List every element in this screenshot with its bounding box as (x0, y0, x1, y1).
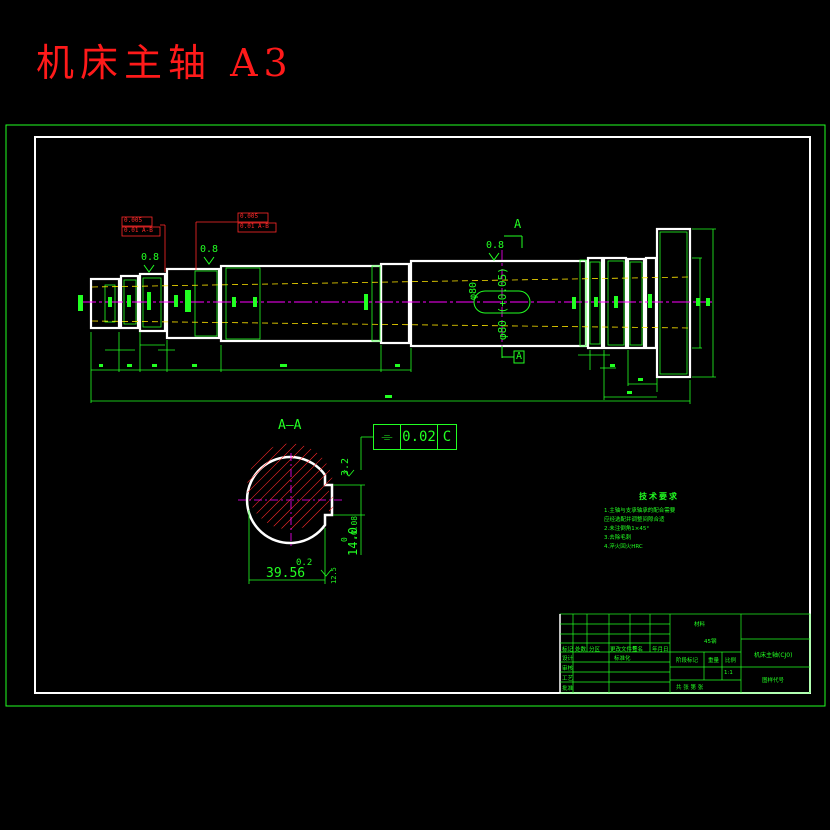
gdt-leaders (160, 221, 238, 272)
material-label: 材料 (694, 622, 706, 628)
shaft-main-view (89, 227, 692, 379)
section-aa-label: A—A (278, 418, 302, 433)
tb-role-label: 设计 (562, 656, 574, 662)
tech-item: 应经选配并调整间隙合适 (604, 517, 665, 523)
roughness-marks (143, 252, 500, 273)
section-marker (504, 235, 523, 248)
inner-frame (34, 136, 811, 694)
section-width-tol: 0.2 (296, 558, 313, 568)
drawing-number: 图样代号 (762, 678, 785, 684)
symmetry-symbol: ⌯ (374, 425, 401, 449)
tb-row-label: 更改文件号 (610, 647, 638, 653)
tb-row-label: 分区 (589, 647, 601, 653)
roughness-value: 0.8 (200, 244, 219, 255)
tech-item: 1.主轴与支承轴承的配合需要 (604, 508, 676, 514)
scale-value: 1:1 (724, 670, 733, 676)
tb-row-label: 签名 (632, 647, 644, 653)
tb-row-label: 标记 (562, 647, 574, 653)
section-roughness-small: 12.5 (330, 567, 338, 584)
tb-row-label: 处数 (575, 647, 587, 653)
roughness-value: 0.8 (486, 240, 505, 251)
gdt-frame-1-row1: 0.005 (124, 217, 143, 224)
gdt-frame-2-row1: 0.005 (240, 213, 259, 220)
gdt-frame-2 (237, 212, 277, 233)
drawing-title: 机床主轴 A3 (36, 41, 294, 85)
symmetry-tolerance-frame: ⌯ 0.02 C (373, 424, 457, 450)
section-width-dim: 39.56 (266, 566, 306, 581)
weight-label: 重量 (708, 658, 720, 664)
datum-symbol (501, 346, 525, 364)
part-name: 机床主轴(CJ0) (754, 652, 793, 659)
sheet-label: 共 张 第 张 (676, 685, 704, 691)
tech-item: 3.去除毛刺 (604, 535, 632, 541)
section-depth-tol: 0 (340, 537, 349, 542)
scale-label: 比例 (725, 658, 737, 664)
roughness-value: 0.8 (141, 252, 160, 263)
gdt-frame-1-row2: 0.01 A-B (124, 227, 153, 234)
tb-role-label: 工艺 (562, 676, 574, 682)
stage-label: 阶段标记 (676, 658, 699, 664)
keyway-dim-tol: φ80 (+0.05) (496, 267, 509, 340)
dim-text-blocks (99, 364, 643, 398)
datum-label: A (516, 351, 523, 362)
keyway-slot (473, 290, 531, 314)
symmetry-value: 0.02 (401, 425, 438, 449)
shaft-inner-lines (104, 231, 688, 375)
title-block-grid (559, 613, 811, 694)
section-depth-tol2: -0.08 (350, 515, 359, 540)
material-value: 45钢 (704, 639, 717, 645)
diameter-labels (78, 290, 710, 312)
length-dimensions (90, 228, 716, 404)
symmetry-datum: C (442, 429, 452, 445)
tb-role-label: 审核 (562, 666, 574, 672)
tech-item: 4.淬火回火HRC (604, 544, 643, 550)
outer-border (5, 124, 826, 707)
tech-item: 2.未注倒角1×45° (604, 526, 650, 532)
gdt-frame-2-row2: 0.01 A-B (240, 223, 269, 230)
keyway-dim: φ80 (468, 281, 479, 300)
section-cut-label: A (514, 217, 522, 231)
gdt-frame-1 (121, 216, 161, 237)
tb-role-label: 批准 (562, 686, 574, 692)
tech-requirements-title: 技术要求 (639, 492, 679, 501)
section-roughness: 3.2 (340, 457, 351, 476)
tb-row-label: 年月日 (652, 647, 669, 653)
tb-std-label: 标准化 (614, 656, 631, 662)
